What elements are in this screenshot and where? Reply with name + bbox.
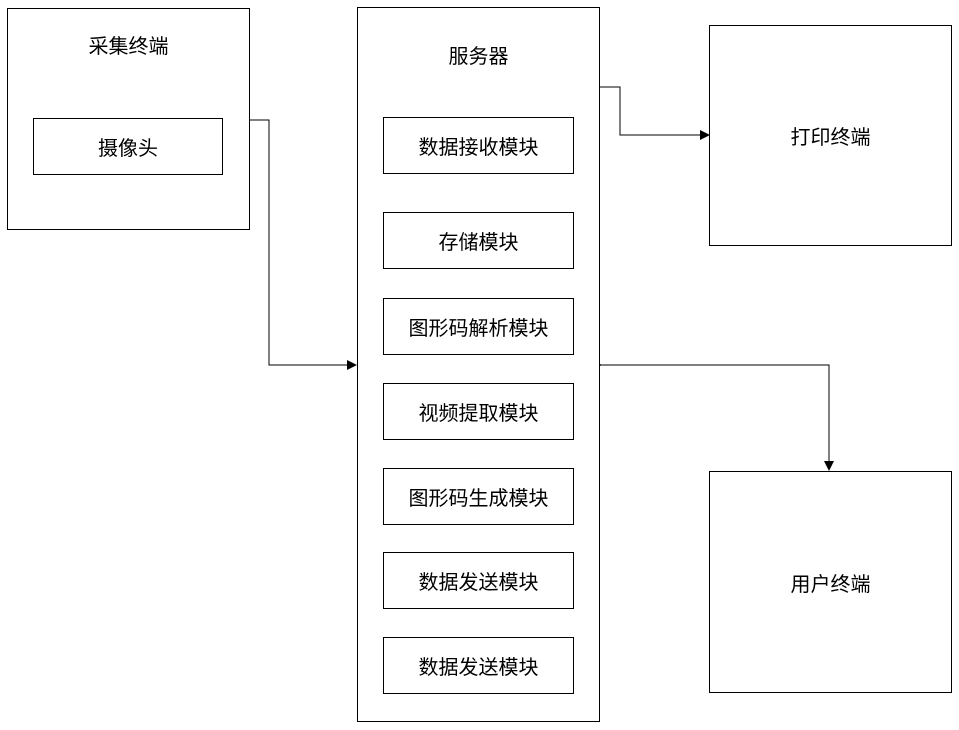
arrow-server-user-terminal <box>601 365 829 470</box>
module-label: 存储模块 <box>439 226 519 255</box>
module-label: 数据发送模块 <box>419 566 539 595</box>
module-label: 数据发送模块 <box>419 651 539 680</box>
camera-box: 摄像头 <box>33 118 223 175</box>
module-label: 数据接收模块 <box>419 131 539 160</box>
camera-label: 摄像头 <box>98 132 158 161</box>
module-label: 视频提取模块 <box>419 397 539 426</box>
module-label: 图形码解析模块 <box>409 312 549 341</box>
collection-terminal-box: 采集终端 摄像头 <box>7 8 250 230</box>
collection-terminal-title: 采集终端 <box>8 36 249 56</box>
module-data-send-2: 数据发送模块 <box>383 637 574 694</box>
user-terminal-box: 用户终端 <box>709 471 952 693</box>
module-data-receive: 数据接收模块 <box>383 117 574 174</box>
server-box: 服务器 数据接收模块 存储模块 图形码解析模块 视频提取模块 图形码生成模块 数… <box>357 7 600 722</box>
module-label: 图形码生成模块 <box>409 482 549 511</box>
module-graphic-code-generate: 图形码生成模块 <box>383 468 574 525</box>
print-terminal-title: 打印终端 <box>791 121 871 150</box>
module-storage: 存储模块 <box>383 212 574 269</box>
module-graphic-code-parse: 图形码解析模块 <box>383 298 574 355</box>
server-title: 服务器 <box>358 46 599 66</box>
arrow-server-to-print-terminal <box>599 87 709 135</box>
module-data-send: 数据发送模块 <box>383 552 574 609</box>
print-terminal-box: 打印终端 <box>709 25 952 246</box>
module-video-extract: 视频提取模块 <box>383 383 574 440</box>
user-terminal-title: 用户终端 <box>791 568 871 597</box>
